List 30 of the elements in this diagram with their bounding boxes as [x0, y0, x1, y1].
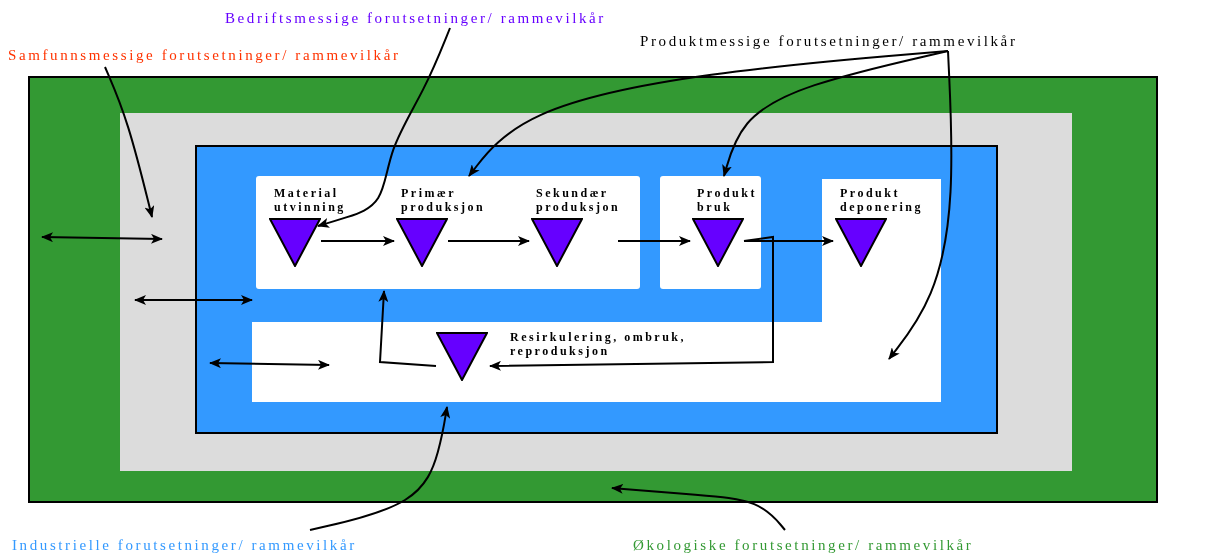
process-label: Produkt deponering [840, 186, 924, 214]
arrow [317, 27, 451, 228]
arrow [309, 406, 451, 531]
condition-label: Produktmessige forutsetninger/ rammevilkår [640, 32, 1018, 50]
arrow [320, 236, 395, 246]
process-label: Material utvinning [274, 186, 347, 214]
condition-label: Bedriftsmessige forutsetninger/ rammevilkår [225, 9, 606, 27]
process-label: Primær produksjon [401, 186, 487, 214]
condition-label: Samfunnsmessige forutsetninger/ rammevilkår [8, 46, 401, 64]
process-panel [256, 176, 640, 289]
arrow [489, 235, 774, 371]
arrow [617, 236, 691, 246]
process-panel [660, 176, 761, 289]
frame-background [120, 113, 1072, 471]
arrow [447, 236, 530, 246]
arrow [468, 50, 949, 177]
arrow [134, 295, 253, 305]
arrow [41, 232, 163, 244]
arrow [722, 50, 949, 177]
outer-frame [28, 76, 1158, 503]
condition-label: Økologiske forutsetninger/ rammevilkår [633, 536, 974, 554]
process-label: Sekundær produksjon [536, 186, 622, 214]
process-label: Resirkulering, ombruk, reproduksjon [510, 330, 687, 358]
arrow [888, 50, 953, 360]
process-label: Produkt bruk [697, 186, 758, 214]
arrow [611, 483, 786, 531]
arrow [378, 290, 437, 367]
condition-label: Industrielle forutsetninger/ rammevilkår [12, 536, 357, 554]
inner-frame [195, 145, 998, 434]
arrow [209, 358, 330, 370]
